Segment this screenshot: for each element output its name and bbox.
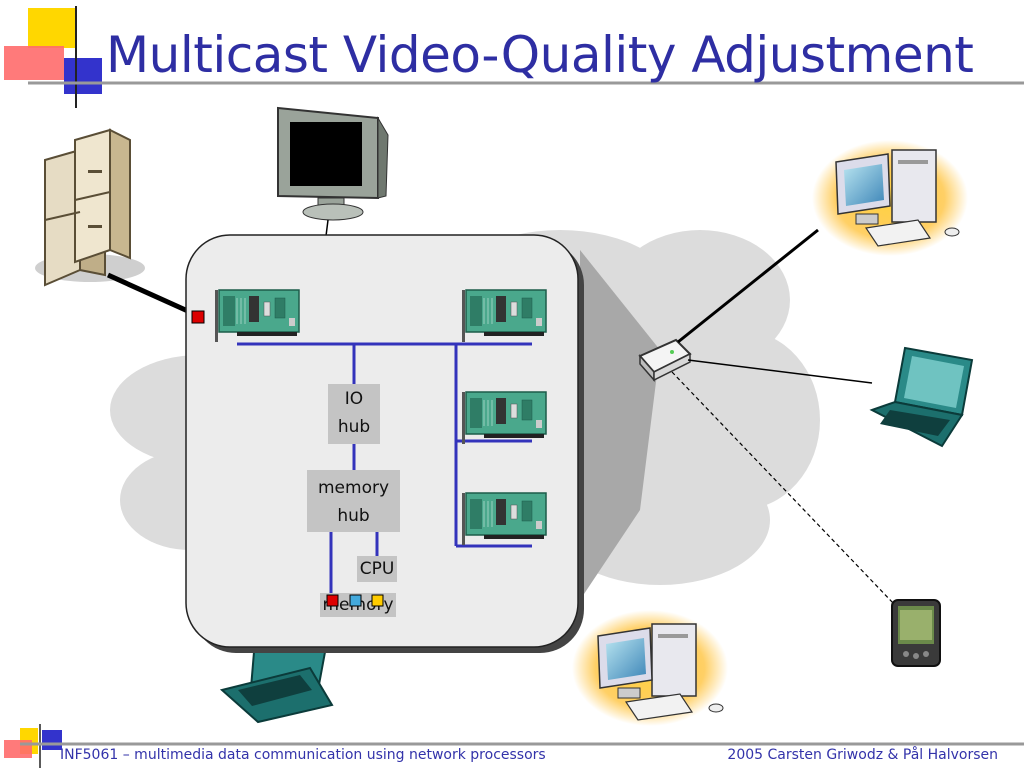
desktop-icon-top <box>812 140 968 256</box>
laptop-icon-right <box>869 346 974 448</box>
monitor-link <box>325 219 329 237</box>
server-icon <box>35 128 145 287</box>
router-box <box>185 234 579 648</box>
zoom-shadow <box>580 250 660 600</box>
link-pda <box>671 371 895 605</box>
link-desktop-top <box>677 228 819 344</box>
footer-authors: 2005 Carsten Griwodz & Pål Halvorsen <box>727 747 998 763</box>
io-hub-label: IO hub <box>328 385 380 441</box>
memory-label: memory <box>322 595 394 615</box>
footer-decoration <box>4 724 1024 768</box>
memory-hub-label-line1: memory <box>317 478 390 498</box>
cpu-box <box>357 556 397 582</box>
footer-course: INF5061 – multimedia data communication … <box>60 747 546 763</box>
link-laptop-right <box>687 359 873 384</box>
cpu-label: CPU <box>359 559 395 579</box>
desktop-icon-bottom <box>572 610 728 726</box>
io-hub-label-line1: IO <box>344 389 364 409</box>
server-link <box>106 272 192 315</box>
pda-icon <box>891 599 941 667</box>
ingress-port-marker <box>191 310 205 324</box>
slide-title: Multicast Video-Quality Adjustment <box>106 26 974 84</box>
memory-hub-box <box>307 470 400 532</box>
title-decoration <box>4 6 1024 108</box>
memory-hub-label: memory hub <box>307 474 400 530</box>
router-device-icon <box>638 338 692 382</box>
io-hub-label-line2: hub <box>337 417 371 437</box>
io-hub-box <box>328 384 380 444</box>
system-bus <box>237 342 532 598</box>
memory-hub-label-line2: hub <box>337 506 370 526</box>
monitor-icon <box>277 106 389 221</box>
